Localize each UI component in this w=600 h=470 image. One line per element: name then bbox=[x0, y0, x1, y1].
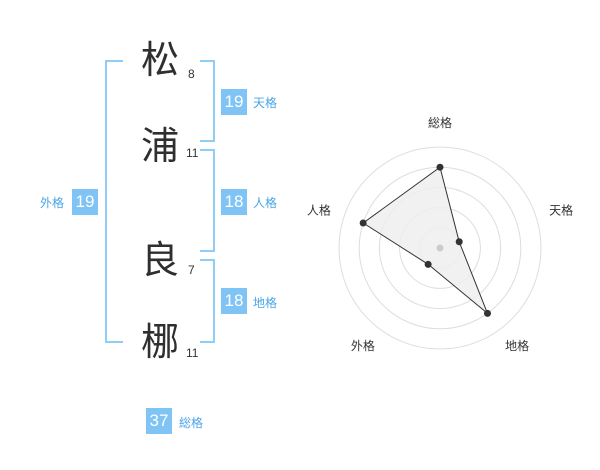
jinkaku-bracket bbox=[200, 149, 215, 252]
radar-center bbox=[436, 244, 444, 252]
radar-ring-5 bbox=[338, 146, 542, 350]
gaikaku-bracket bbox=[105, 60, 123, 343]
name-char-3: 良 bbox=[141, 238, 180, 282]
radar-point-4 bbox=[424, 260, 432, 268]
soukaku-label: 総格 bbox=[179, 416, 204, 430]
radar-polygon bbox=[362, 166, 488, 314]
jinkaku-value: 18 bbox=[221, 189, 247, 215]
chikaku-label: 地格 bbox=[253, 296, 278, 310]
stroke-count-3: 7 bbox=[188, 263, 195, 277]
radar-axis-label-1: 総格 bbox=[428, 115, 452, 130]
tenkaku-value: 19 bbox=[221, 89, 247, 115]
tenkaku-label: 天格 bbox=[253, 96, 278, 110]
radar-axis-label-4: 外格 bbox=[351, 338, 375, 353]
radar-axis-label-5: 人格 bbox=[307, 203, 331, 218]
radar-axis-label-2: 天格 bbox=[549, 203, 573, 218]
name-char-1: 松 bbox=[141, 38, 180, 82]
radar-point-2 bbox=[455, 238, 463, 246]
radar-point-3 bbox=[483, 309, 491, 317]
name-char-4: 梛 bbox=[141, 320, 180, 364]
stroke-count-2: 11 bbox=[186, 146, 199, 160]
gaikaku-value: 19 bbox=[72, 189, 98, 215]
name-char-2: 浦 bbox=[141, 124, 180, 168]
radar-axis-label-3: 地格 bbox=[505, 338, 529, 353]
radar-point-5 bbox=[359, 219, 367, 227]
chikaku-bracket bbox=[200, 259, 215, 343]
soukaku-value: 37 bbox=[146, 408, 172, 434]
stroke-count-4: 11 bbox=[186, 346, 199, 360]
jinkaku-label: 人格 bbox=[253, 196, 278, 210]
chikaku-value: 18 bbox=[221, 288, 247, 314]
tenkaku-bracket bbox=[200, 60, 215, 142]
radar-point-1 bbox=[436, 163, 444, 171]
stroke-count-1: 8 bbox=[188, 67, 195, 81]
gaikaku-label: 外格 bbox=[40, 196, 65, 210]
